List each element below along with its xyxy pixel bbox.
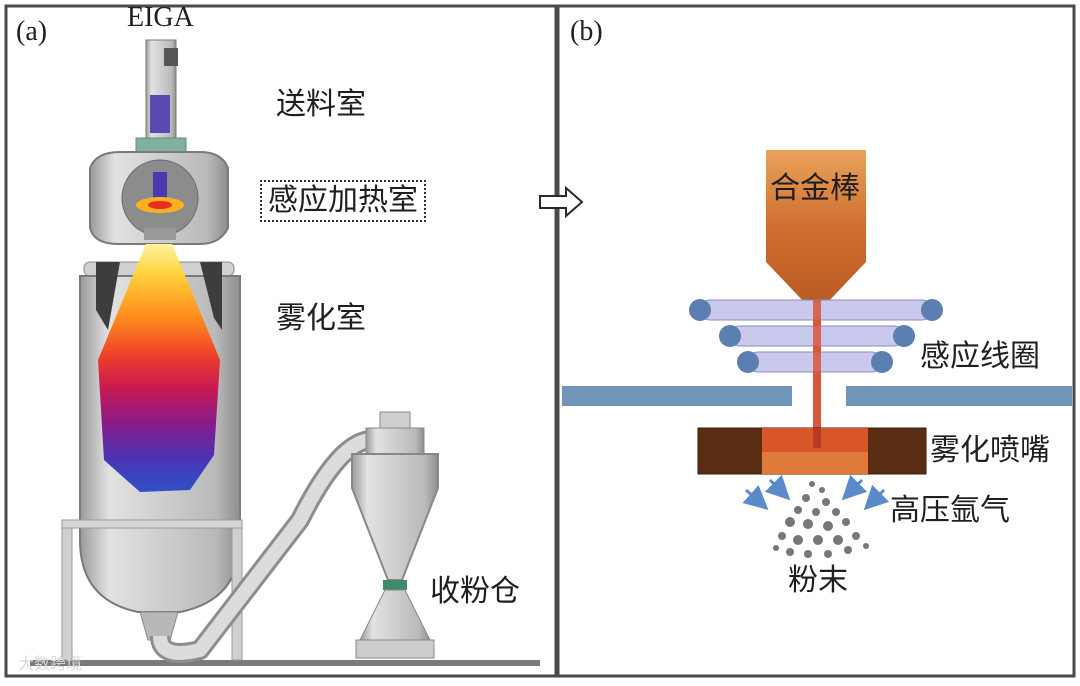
- chamber-shadow-left: [96, 262, 120, 330]
- coil-end: [871, 351, 893, 373]
- chamber-shadow-right: [200, 262, 222, 330]
- label-induction-coil: 感应线圈: [920, 339, 1040, 374]
- melt-stream-front: [813, 300, 821, 446]
- eiga-title: EIGA: [127, 2, 194, 33]
- powder-bin-body: [359, 589, 431, 641]
- transition-arrow-icon: [539, 185, 584, 219]
- chamber-outlet: [139, 611, 179, 641]
- cyclone-top: [365, 427, 425, 455]
- melt-core: [148, 201, 172, 209]
- argon-jet-icon: [841, 474, 868, 501]
- nozzle-center-lower: [762, 452, 868, 474]
- spray-plume: [98, 244, 220, 492]
- panel-a-frame: [4, 4, 558, 678]
- cyclone-cap: [379, 411, 411, 429]
- coil-end: [689, 299, 711, 321]
- transfer-pipe: [153, 433, 373, 660]
- argon-jet-icon: [764, 474, 791, 501]
- plate-left: [562, 386, 792, 406]
- cyclone-valve: [383, 580, 407, 590]
- flange: [135, 137, 187, 153]
- ground-line: [30, 660, 540, 666]
- coil-end: [737, 351, 759, 373]
- alloy-rod-top: [150, 95, 170, 133]
- label-argon: 高压氩气: [890, 493, 1010, 528]
- argon-jet-icon: [863, 484, 890, 511]
- label-induction-chamber: 感应加热室: [260, 180, 426, 222]
- label-nozzle: 雾化喷嘴: [930, 433, 1050, 468]
- watermark: 大数跨境: [18, 654, 83, 673]
- melt-entry: [813, 428, 821, 448]
- panel-b-frame: [556, 4, 1076, 678]
- label-atomization-chamber: 雾化室: [276, 301, 366, 336]
- coil-end: [921, 299, 943, 321]
- leg-left: [61, 519, 73, 661]
- feed-motor: [164, 48, 178, 66]
- rod-tip: [153, 172, 167, 198]
- label-powder-bin: 收粉仓: [430, 574, 520, 609]
- cyclone-cone: [351, 453, 439, 581]
- plate-right: [846, 386, 1072, 406]
- label-powder: 粉末: [788, 563, 848, 598]
- powder-bin-base: [355, 639, 435, 659]
- panel-b-tag: (b): [570, 16, 603, 47]
- alloy-rod: [766, 150, 866, 304]
- eiga-schematic: [562, 150, 1072, 558]
- argon-jet-icon: [742, 485, 769, 510]
- eiga-apparatus: [30, 39, 540, 666]
- label-feed-chamber: 送料室: [276, 87, 366, 122]
- leg-brace: [61, 519, 243, 529]
- powder-particles: [773, 481, 869, 558]
- coil-end: [893, 325, 915, 347]
- label-alloy-rod: 合金棒: [770, 171, 860, 206]
- nozzle-a: [144, 228, 176, 240]
- coil-end: [719, 325, 741, 347]
- panel-a-tag: (a): [16, 16, 48, 47]
